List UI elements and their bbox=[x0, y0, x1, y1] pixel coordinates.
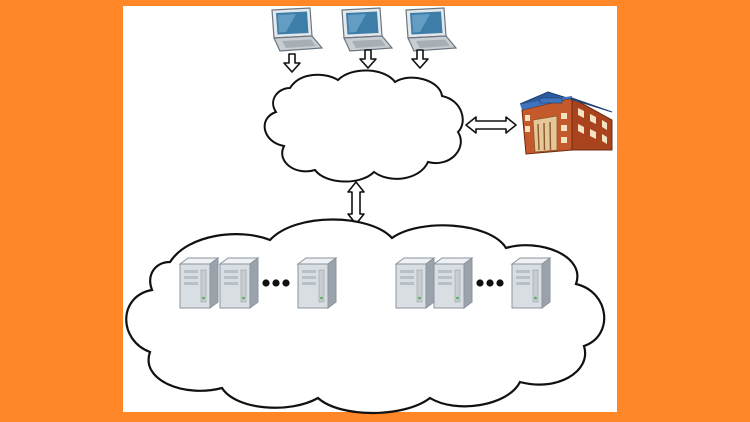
server-icon bbox=[219, 257, 259, 309]
lower-cloud-icon bbox=[125, 218, 606, 415]
ellipsis-icon bbox=[476, 279, 504, 287]
ellipsis-icon bbox=[262, 279, 290, 287]
server-group bbox=[179, 257, 337, 309]
server-icon bbox=[297, 257, 337, 309]
server-icon bbox=[179, 257, 219, 309]
double-arrow-icon bbox=[465, 116, 517, 134]
building-icon bbox=[519, 91, 613, 155]
server-icon bbox=[395, 257, 435, 309]
server-icon bbox=[511, 257, 551, 309]
upper-cloud-icon bbox=[263, 69, 464, 183]
server-icon bbox=[433, 257, 473, 309]
server-group bbox=[395, 257, 551, 309]
